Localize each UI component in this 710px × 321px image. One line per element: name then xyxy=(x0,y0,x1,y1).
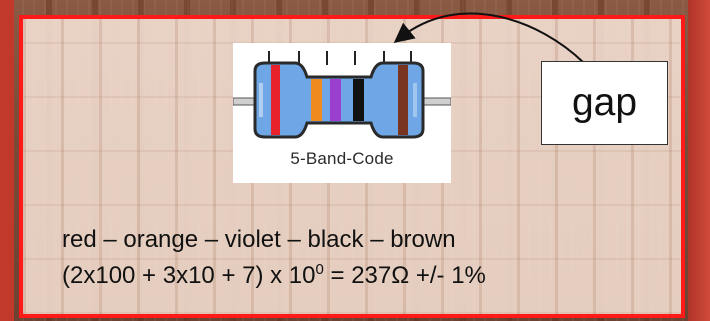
band-orange xyxy=(311,79,322,121)
resistor-drawing xyxy=(233,51,451,139)
band-red xyxy=(271,65,280,135)
formula-exponent: 0 xyxy=(315,261,324,278)
calculation-text: red – orange – violet – black – brown (2… xyxy=(62,222,662,294)
formula-line: (2x100 + 3x10 + 7) x 100 = 237Ω +/- 1% xyxy=(62,258,662,294)
gap-callout: gap xyxy=(541,61,668,145)
gap-label: gap xyxy=(571,81,638,124)
band-black xyxy=(353,79,364,121)
resistor-illustration: 5-Band-Code xyxy=(233,43,451,183)
formula-prefix: (2x100 + 3x10 + 7) x 10 xyxy=(62,262,316,289)
left-red-edge xyxy=(0,0,14,321)
band-colors-line: red – orange – violet – black – brown xyxy=(62,226,456,253)
band-brown xyxy=(398,65,408,135)
band-code-label: 5-Band-Code xyxy=(290,149,394,168)
right-red-edge xyxy=(688,0,710,321)
formula-result: = 237Ω +/- 1% xyxy=(323,262,486,289)
band-violet xyxy=(330,79,341,121)
